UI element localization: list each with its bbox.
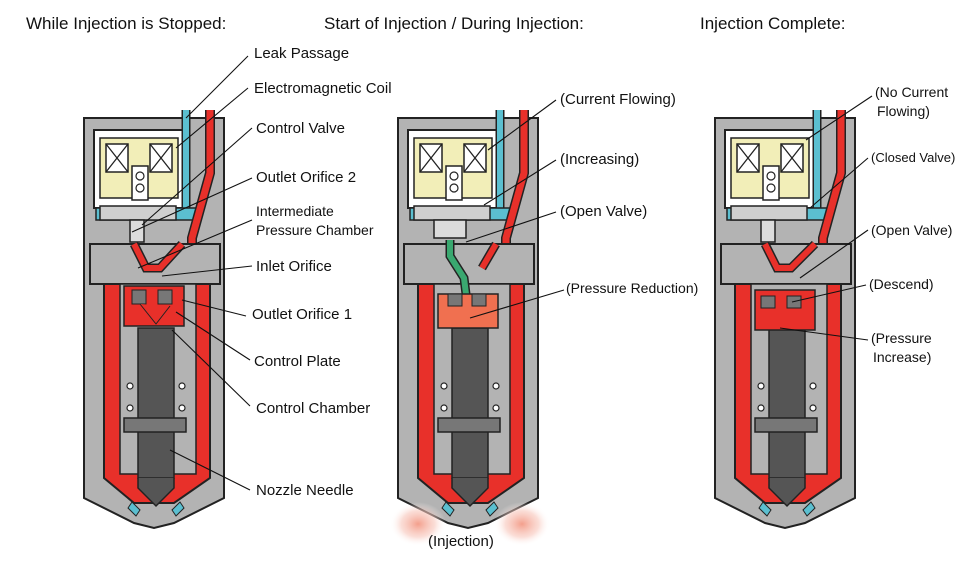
- label-intermediate-2: Pressure Chamber: [256, 222, 374, 238]
- label-leak-passage: Leak Passage: [254, 45, 349, 62]
- label-inlet-orifice: Inlet Orifice: [256, 258, 332, 275]
- label-outlet-orifice-2: Outlet Orifice 2: [256, 169, 356, 186]
- label-closed-valve: (Closed Valve): [871, 150, 955, 165]
- label-electromagnetic-coil: Electromagnetic Coil: [254, 80, 392, 97]
- label-open-valve-during: (Open Valve): [560, 203, 647, 220]
- label-current-flowing: (Current Flowing): [560, 91, 676, 108]
- label-nozzle-needle: Nozzle Needle: [256, 482, 354, 499]
- label-outlet-orifice-1: Outlet Orifice 1: [252, 306, 352, 323]
- injector-stopped: [84, 110, 224, 528]
- heading-during: Start of Injection / During Injection:: [324, 14, 584, 33]
- injector-during: [398, 110, 538, 528]
- label-no-current-2: Flowing): [877, 103, 930, 119]
- leader-lines: [131, 55, 873, 491]
- label-control-valve: Control Valve: [256, 120, 345, 137]
- spray-right: [494, 502, 550, 546]
- heading-stopped: While Injection is Stopped:: [26, 14, 226, 33]
- label-pressure-increase-1: (Pressure: [871, 330, 932, 346]
- label-control-plate: Control Plate: [254, 353, 341, 370]
- heading-complete: Injection Complete:: [700, 14, 846, 33]
- label-increasing: (Increasing): [560, 151, 639, 168]
- injector-complete: [715, 110, 855, 528]
- label-control-chamber: Control Chamber: [256, 400, 370, 417]
- label-intermediate-1: Intermediate: [256, 203, 334, 219]
- label-pressure-reduction: (Pressure Reduction): [566, 280, 698, 296]
- label-descend: (Descend): [869, 276, 934, 292]
- spray-left: [390, 502, 446, 546]
- label-no-current-1: (No Current: [875, 84, 948, 100]
- label-open-valve-complete: (Open Valve): [871, 222, 952, 238]
- label-injection: (Injection): [428, 533, 494, 550]
- label-pressure-increase-2: Increase): [873, 349, 931, 365]
